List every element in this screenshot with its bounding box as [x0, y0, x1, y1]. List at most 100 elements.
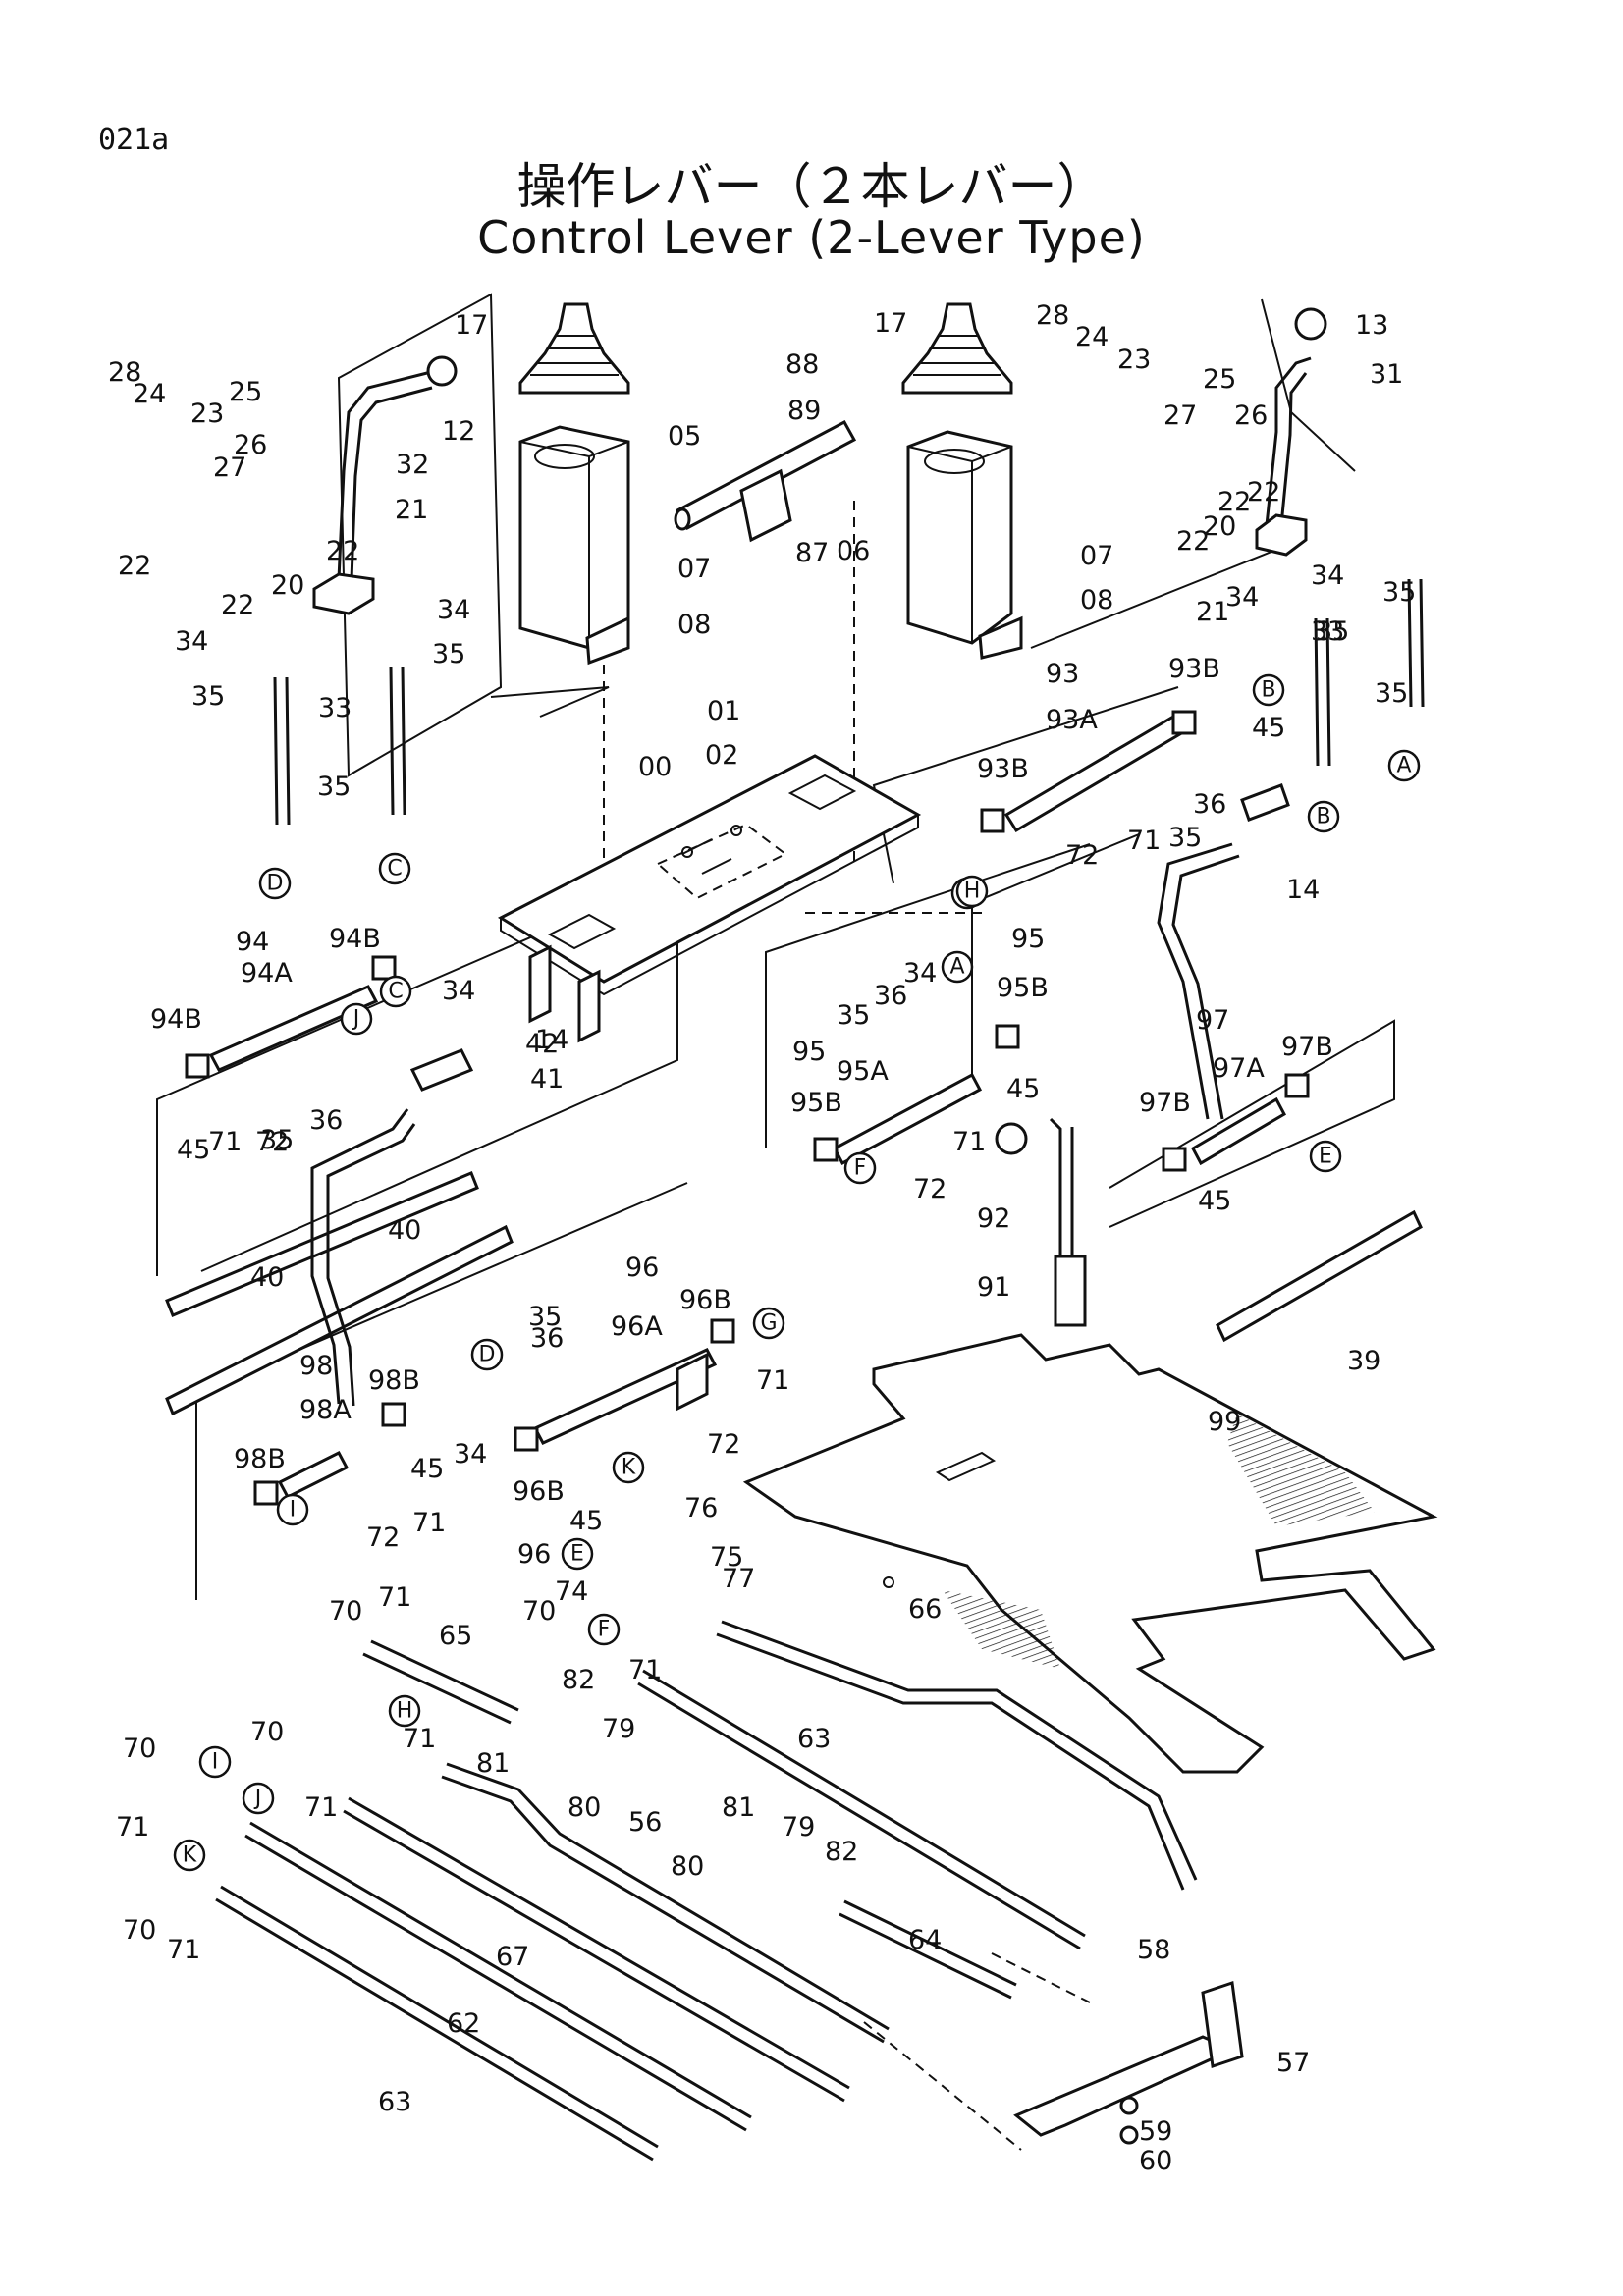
callout-c71: 45 — [1198, 1186, 1231, 1216]
callout-c18: 21 — [395, 495, 428, 525]
rod-62 — [244, 1821, 752, 2132]
bracket-57 — [1013, 1981, 1244, 2145]
connector-marker-k22: K — [173, 1839, 206, 1872]
connector-circle — [378, 852, 411, 885]
shaft-assy-93 — [980, 710, 1197, 833]
connector-letter: H — [397, 1699, 413, 1724]
callout-c133: 95 — [792, 1037, 826, 1067]
callout-c92: 71 — [628, 1655, 662, 1685]
callout-c121: 89 — [787, 396, 821, 426]
callout-c85: 67 — [496, 1942, 529, 1972]
shaft-assy-96 — [514, 1318, 735, 1452]
callout-c07: 07 — [1080, 541, 1113, 571]
callout-c126: 93B — [1168, 654, 1220, 684]
connector-marker-k07: D — [258, 867, 292, 900]
callout-c107: 74 — [555, 1576, 588, 1607]
callout-c03: 02 — [705, 740, 738, 771]
callout-c45: 34 — [1225, 582, 1259, 613]
lever-31 — [1255, 307, 1327, 557]
connector-letter: J — [253, 1787, 262, 1811]
callout-c97: 71 — [208, 1127, 242, 1157]
callout-c120: 88 — [785, 349, 819, 380]
lever-14-left — [310, 1048, 474, 1407]
callout-c25: 22 — [1217, 487, 1251, 517]
connector-marker-k14: G — [752, 1307, 785, 1340]
connector-letter: K — [622, 1456, 636, 1480]
callout-c95: 71 — [116, 1812, 149, 1842]
connector-circle — [1307, 800, 1340, 833]
connector-marker-k09: E — [1309, 1140, 1342, 1173]
callout-c99: 71 — [952, 1127, 986, 1157]
callout-c78: 60 — [1139, 2146, 1172, 2176]
callout-c81: 63 — [797, 1724, 831, 1754]
callout-c20: 22 — [118, 551, 151, 581]
callout-c94: 71 — [304, 1792, 338, 1823]
connector-marker-k18: I — [198, 1745, 232, 1779]
callout-c116: 81 — [722, 1792, 755, 1823]
connector-letter: K — [183, 1843, 197, 1868]
callout-c140: 96B — [679, 1285, 731, 1315]
callout-c01: 00 — [638, 752, 672, 782]
callout-c53: 35 — [1316, 616, 1349, 647]
title-english: Control Lever (2-Lever Type) — [477, 211, 1146, 264]
callout-c49: 35 — [432, 639, 465, 669]
callout-c90: 70 — [123, 1915, 156, 1946]
callout-c43: 34 — [175, 626, 208, 657]
callout-c117: 82 — [562, 1665, 595, 1695]
connector-letter: B — [1261, 678, 1275, 703]
rod-64 — [839, 1899, 1017, 2000]
connector-marker-k16: H — [388, 1694, 421, 1728]
callout-c39: 32 — [396, 450, 429, 480]
callout-c28: 24 — [133, 379, 166, 409]
callout-c59: 36 — [1193, 789, 1226, 820]
callout-c62: 36 — [530, 1323, 564, 1354]
connector-circle — [276, 1493, 309, 1526]
callout-c48: 34 — [454, 1439, 487, 1469]
callout-c61: 36 — [874, 981, 907, 1011]
callout-c123: 92 — [977, 1203, 1010, 1234]
callout-c21: 22 — [221, 590, 254, 620]
callout-c23: 22 — [1176, 526, 1210, 557]
shaft-assy-94 — [185, 955, 397, 1079]
boot-left — [518, 302, 630, 395]
connector-letter: D — [479, 1343, 496, 1367]
callout-c33: 26 — [1234, 400, 1268, 431]
connector-marker-k12: F — [587, 1613, 621, 1646]
page-code: 021a — [98, 123, 170, 157]
callout-c103: 72 — [1065, 840, 1099, 871]
callout-c30: 25 — [229, 377, 262, 407]
callout-c40: 33 — [318, 693, 352, 723]
connector-letter: C — [388, 980, 403, 1004]
shaft-assy-98 — [253, 1402, 406, 1506]
callout-c29: 24 — [1075, 322, 1109, 352]
callout-c14: 17 — [455, 310, 488, 341]
shaft-39 — [1216, 1209, 1423, 1343]
connector-letter: B — [1316, 805, 1330, 829]
callout-c57: 35 — [837, 1000, 870, 1031]
callout-c41: 33 — [1311, 616, 1344, 647]
connector-marker-k10: E — [561, 1537, 594, 1571]
callout-c05: 06 — [837, 536, 870, 566]
callout-c56: 35 — [260, 1125, 294, 1155]
rod-65 — [362, 1639, 519, 1725]
callout-c75: 57 — [1276, 2048, 1310, 2078]
connector-letter: E — [1319, 1145, 1332, 1169]
callout-c135: 95B — [997, 973, 1049, 1003]
connector-marker-k08: D — [470, 1338, 504, 1371]
callout-c38: 31 — [1370, 359, 1403, 390]
callout-c93: 71 — [403, 1724, 436, 1754]
callout-c112: 79 — [782, 1812, 815, 1842]
connector-letter: J — [352, 1007, 360, 1032]
callout-c131: 94B — [150, 1004, 202, 1035]
connector-circle — [1387, 749, 1421, 782]
callout-c72: 45 — [410, 1454, 444, 1484]
callout-c76: 58 — [1137, 1935, 1170, 1965]
connector-circle — [752, 1307, 785, 1340]
callout-c26: 23 — [190, 399, 224, 429]
callout-c146: 98 — [299, 1351, 333, 1381]
callout-c113: 80 — [568, 1792, 601, 1823]
callout-c64: 40 — [388, 1215, 421, 1246]
callout-c143: 97A — [1213, 1053, 1265, 1084]
callout-c46: 34 — [442, 976, 475, 1006]
callout-c31: 25 — [1203, 364, 1236, 395]
